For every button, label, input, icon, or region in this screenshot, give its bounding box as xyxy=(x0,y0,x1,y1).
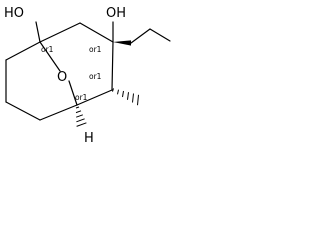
hydroxyl-label-right: OH xyxy=(106,6,126,21)
bond-ethyl-1 xyxy=(130,28,151,44)
bicyclic-diol-structure: HO OH O H or1 or1 or1 or1 xyxy=(4,6,171,146)
bond-left-chain-3 xyxy=(39,104,78,121)
stereo-label-c3: or1 xyxy=(89,45,102,54)
bond-c1-ch2-left xyxy=(5,41,41,61)
bond-c1-oh xyxy=(35,21,41,43)
bond-ring-o-c1 xyxy=(39,41,61,72)
wedge-bond-ethyl xyxy=(113,40,131,46)
bond-ethyl-2 xyxy=(149,28,171,42)
bond-ch2-c3 xyxy=(79,22,114,43)
hydrogen-label: H xyxy=(84,131,94,146)
skeleton-bonds xyxy=(5,21,171,121)
bond-left-chain-2 xyxy=(5,101,41,121)
bond-c5-ring-o xyxy=(68,80,78,106)
hydroxyl-label-left: HO xyxy=(4,6,24,21)
chemical-structure-canvas: HO OH O H or1 or1 or1 or1 xyxy=(0,0,171,147)
hashed-bond-methyl xyxy=(112,88,139,106)
stereo-label-c4: or1 xyxy=(89,72,102,81)
stereo-label-c5: or1 xyxy=(75,93,88,102)
hashed-bond-hydrogen xyxy=(75,106,87,127)
ring-oxygen-label: O xyxy=(57,70,67,85)
bond-c1-ch2-top xyxy=(39,22,81,43)
bond-c3-c4 xyxy=(111,41,114,91)
stereo-label-c1: or1 xyxy=(41,45,54,54)
bond-c4-c5 xyxy=(76,89,113,106)
